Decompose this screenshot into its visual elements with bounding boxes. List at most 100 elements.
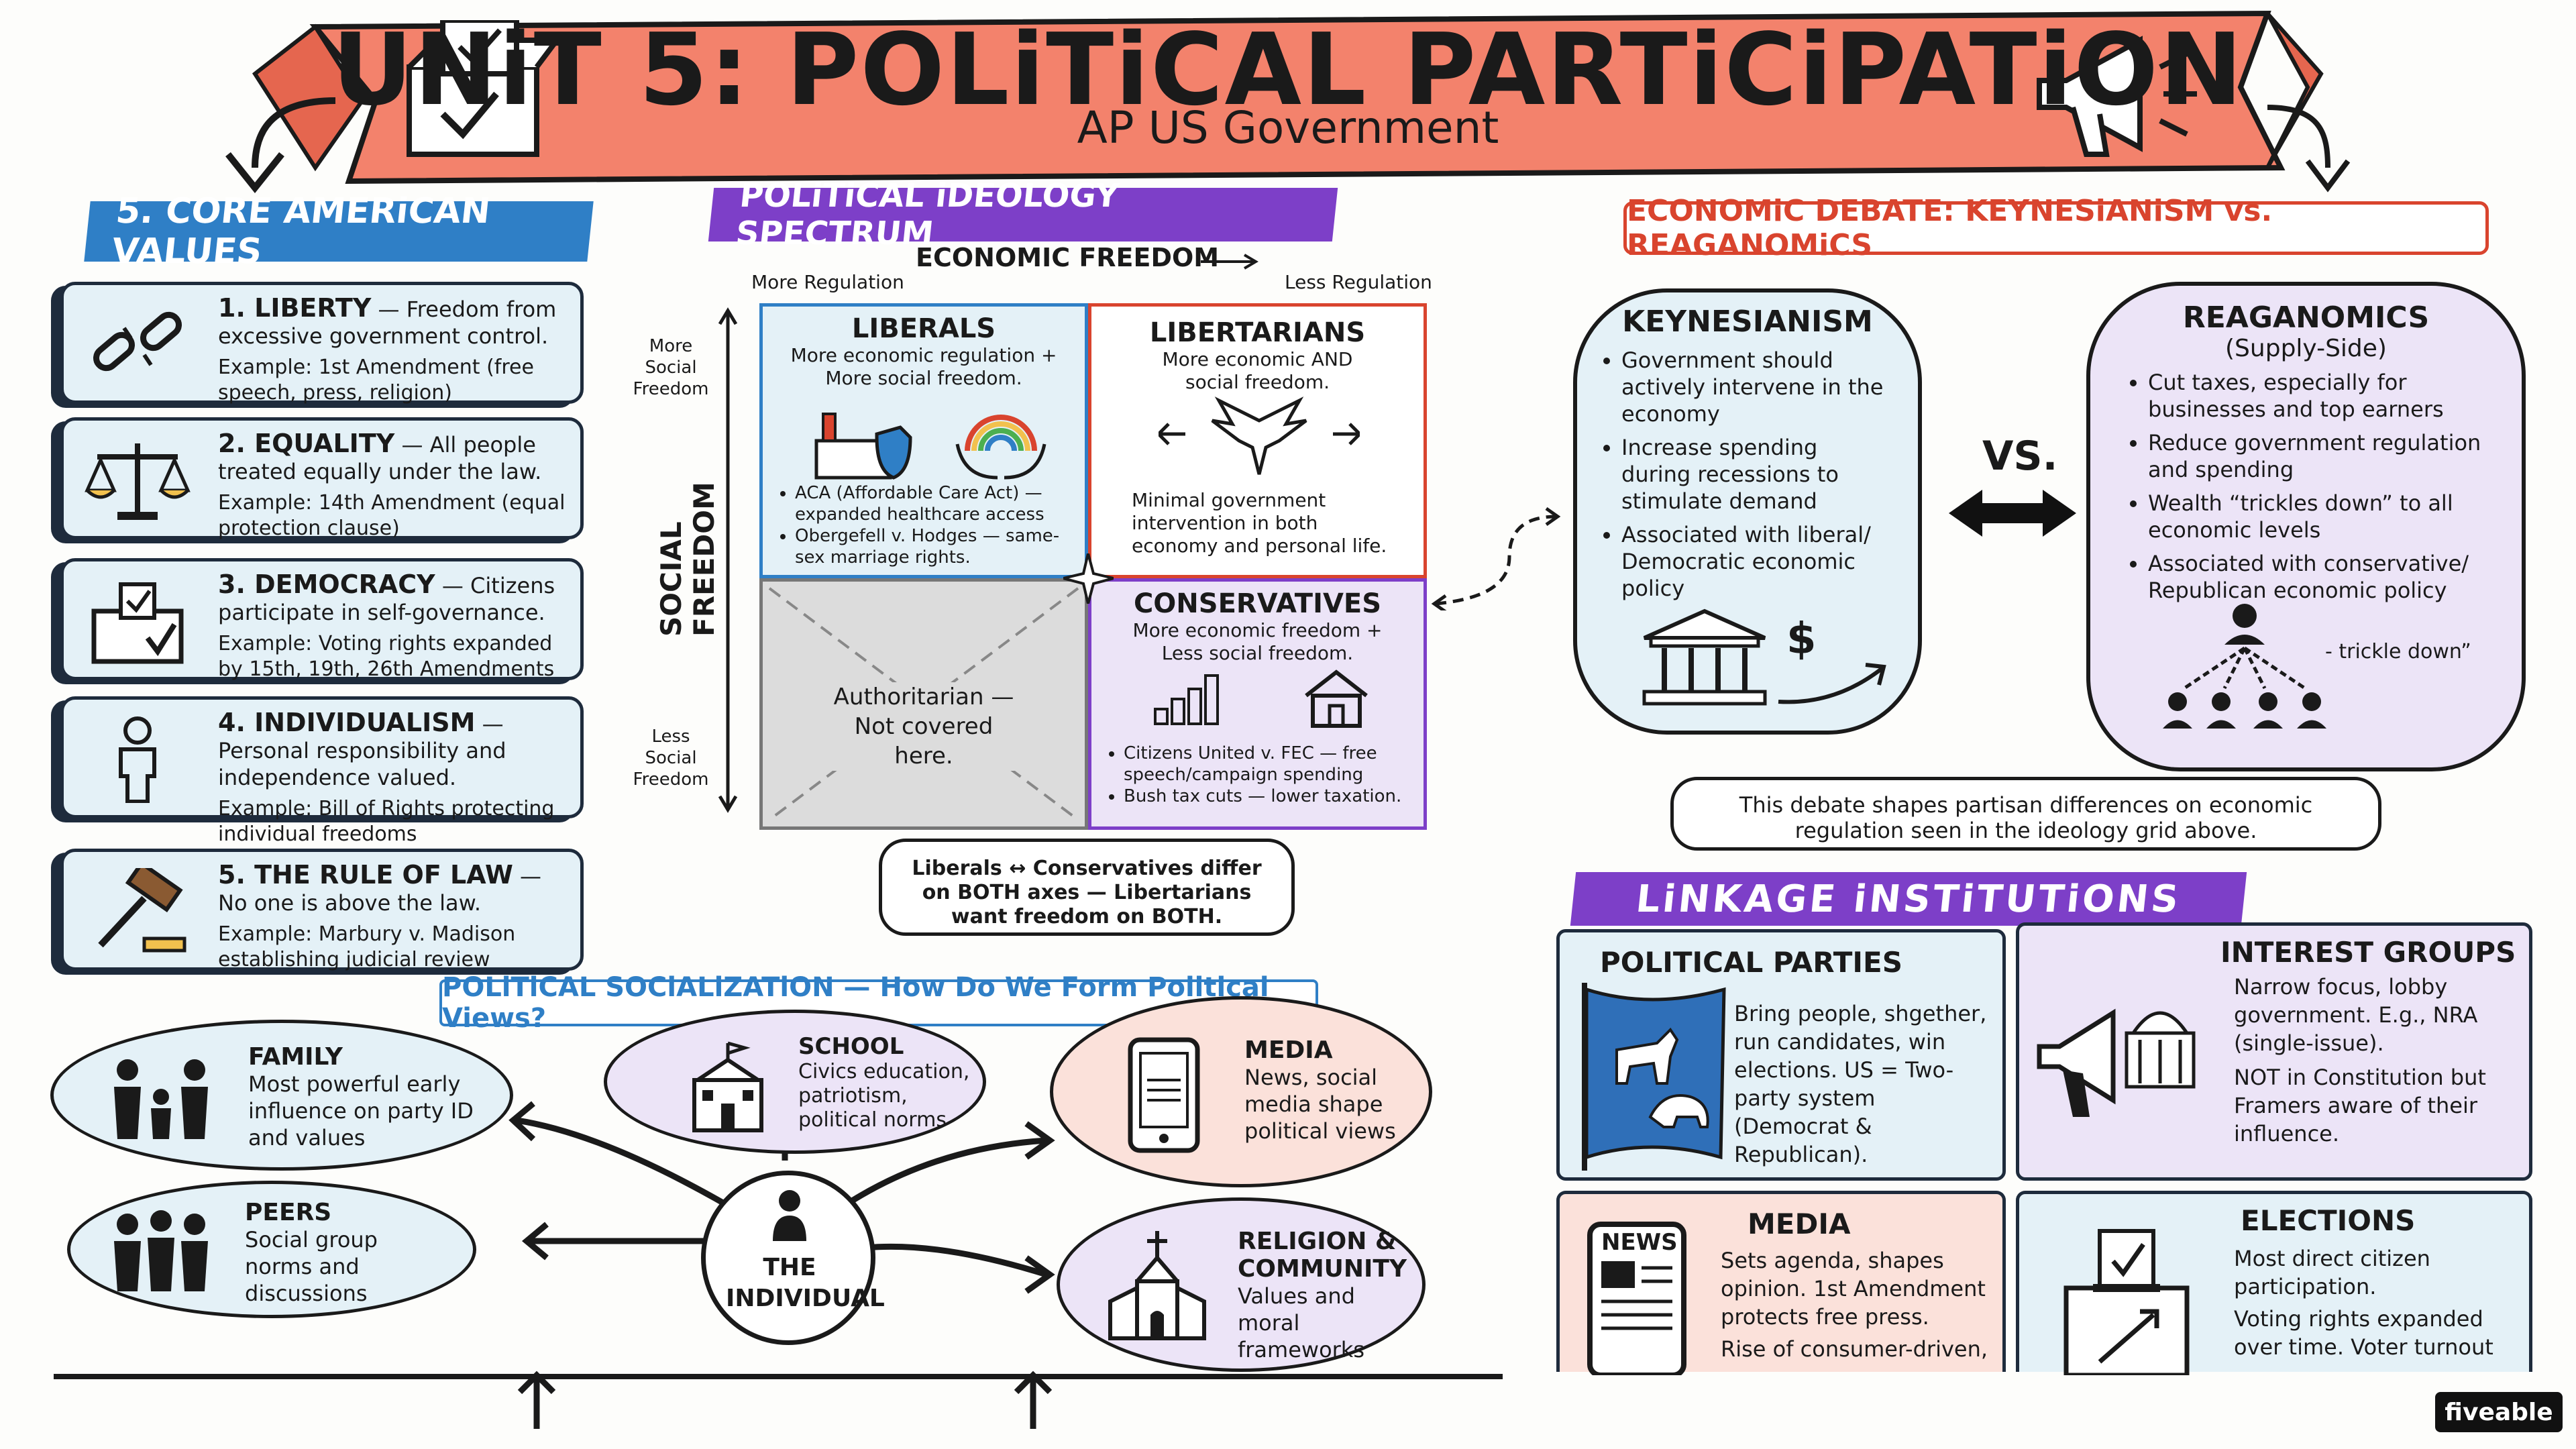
value-card-liberty: 1. LIBERTY — Freedom from excessive gove… <box>60 282 584 405</box>
influence-school: SCHOOL Civics education, patriotism, pol… <box>604 1010 986 1154</box>
family-title: FAMILY <box>248 1043 343 1071</box>
dollar-symbol: $ <box>1786 614 1817 664</box>
economic-callout: This debate shapes partisan differences … <box>1670 777 2381 851</box>
ideology-callout-text: Liberals ↔ Conservatives differ on BOTH … <box>912 857 1262 928</box>
peers-text: Social group norms and discussions <box>245 1227 378 1306</box>
quadrant-authoritarian: Authoritarian — Not covered here. <box>759 578 1088 830</box>
media-title: MEDIA <box>1244 1036 1333 1064</box>
value-example: Example: Marbury v. Madison establishing… <box>218 922 516 971</box>
factory-shield-icon <box>814 413 912 480</box>
influence-religion: RELIGION & COMMUNITY Values and moral fr… <box>1057 1197 1426 1372</box>
value-desc: — All people treated equally under the l… <box>218 432 542 484</box>
person-icon <box>119 716 156 803</box>
parties-text: Bring people, shgether, run candidates, … <box>1734 1001 1987 1167</box>
x-axis-label: ECONOMIC FREEDOM <box>916 243 1220 272</box>
x-axis-right-label: Less Regulation <box>1285 271 1432 293</box>
title-banner <box>225 10 2351 194</box>
interest-text-1: Narrow focus, lobby government. E.g., NR… <box>2234 974 2478 1056</box>
linkage-card-media: NEWS MEDIA Sets agenda, shapes opinion. … <box>1556 1191 2006 1375</box>
vs-label: VS. <box>1982 433 2058 480</box>
keynesianism-title: KEYNESIANISM <box>1622 305 1873 339</box>
religion-title: RELIGION & COMMUNITY <box>1238 1228 1407 1283</box>
newspaper-phone-icon <box>1587 1222 1686 1375</box>
conservatives-title: CONSERVATIVES <box>1133 588 1382 619</box>
parties-title: POLITICAL PARTIES <box>1600 946 1902 979</box>
value-card-equality: 2. EQUALITY — All people treated equally… <box>60 417 584 540</box>
value-title: 2. EQUALITY <box>218 429 395 458</box>
value-example: Example: Voting rights expanded by 15th,… <box>218 632 555 681</box>
list-item: Wealth “trickles down” to all economic l… <box>2148 490 2488 543</box>
keynesianism-cloud: KEYNESIANISM Government should actively … <box>1573 288 1922 735</box>
ideology-heading: POLiTiCAL iDEOLOGY SPECTRUM <box>708 177 1338 252</box>
list-item: Associated with liberal/ Democratic econ… <box>1621 521 1891 602</box>
media-card-title: MEDIA <box>1748 1208 1851 1240</box>
list-item: Cut taxes, especially for businesses and… <box>2148 369 2488 423</box>
value-desc: — Citizens participate in self-governanc… <box>218 573 555 625</box>
value-desc: — Freedom from excessive government cont… <box>218 297 557 349</box>
linkage-heading: LiNKAGE iNSTiTUTiONS <box>1570 872 2247 926</box>
economic-heading: ECONOMiC DEBATE: KEYNESiANiSM vs. REAGAN… <box>1623 194 2489 262</box>
x-axis-arrow <box>1201 254 1258 270</box>
libertarians-title: LIBERTARIANS <box>1149 317 1366 348</box>
trickle-down-icon <box>2163 604 2326 729</box>
peers-title: PEERS <box>245 1199 332 1226</box>
scales-icon <box>85 443 191 520</box>
libertarians-desc: More economic AND social freedom. <box>1162 348 1353 393</box>
conservatives-desc: More economic freedom + Less social free… <box>1132 619 1383 664</box>
ideology-callout: Liberals ↔ Conservatives differ on BOTH … <box>879 839 1295 936</box>
y-axis-top-label: More Social Freedom <box>633 336 709 399</box>
value-title: 4. INDIVIDUALISM <box>218 708 476 737</box>
ballot-box-icon <box>407 20 557 157</box>
page-title: UNiT 5: POLiTiCAL PARTiCiPATiON <box>331 12 2244 127</box>
party-flag-icon <box>1582 983 1726 1171</box>
trickle-down-note: - trickle down” <box>2325 640 2471 663</box>
influence-media: MEDIA News, social media shape political… <box>1050 996 1432 1187</box>
peers-icon <box>114 1210 208 1291</box>
influence-peers: PEERS Social group norms and discussions <box>67 1181 476 1318</box>
rainbow-hands-icon <box>955 415 1046 480</box>
reaganomics-cloud: REAGANOMICS (Supply-Side) Cut taxes, esp… <box>2086 282 2526 771</box>
fiveable-logo: fiveable <box>2435 1392 2563 1432</box>
double-arrow-icon <box>1949 490 2076 537</box>
y-axis-bottom-label: Less Social Freedom <box>633 727 709 790</box>
influence-individual: THE INDIVIDUAL <box>701 1171 885 1345</box>
elections-text-2: Voting rights expanded over time. Voter … <box>2234 1306 2493 1360</box>
authoritarian-text: Authoritarian — Not covered here. <box>823 682 1024 771</box>
liberals-bullets: ACA (Affordable Care Act) — expanded hea… <box>776 482 1078 568</box>
rising-arrow-icon <box>1778 663 1886 704</box>
value-card-democracy: 3. DEMOCRACY — Citizens participate in s… <box>60 558 584 681</box>
list-item: Bush tax cuts — lower taxation. <box>1124 786 1413 807</box>
individual-label: THE INDIVIDUAL <box>726 1254 885 1312</box>
person-icon <box>773 1190 806 1241</box>
value-example: Example: 1st Amendment (free speech, pre… <box>218 356 534 405</box>
interest-title: INTEREST GROUPS <box>2220 936 2516 969</box>
family-text: Most powerful early influence on party I… <box>248 1071 474 1150</box>
quadrant-libertarians: LIBERTARIANS More economic AND social fr… <box>1088 303 1427 578</box>
bar-chart-icon <box>1154 674 1219 725</box>
value-title: 5. THE RULE OF LAW <box>218 860 513 890</box>
value-title: 1. LIBERTY <box>218 293 372 323</box>
list-item: ACA (Affordable Care Act) — expanded hea… <box>795 482 1078 525</box>
dashed-connector <box>1431 506 1561 610</box>
news-label: NEWS <box>1601 1229 1678 1256</box>
list-item: Reduce government regulation and spendin… <box>2148 429 2488 483</box>
influence-family: FAMILY Most powerful early influence on … <box>50 1020 513 1171</box>
keynesianism-bullets: Government should actively intervene in … <box>1597 347 1891 602</box>
socialization-heading-text: POLiTiCAL SOCiALiZATiON — How Do We Form… <box>442 972 1269 1034</box>
media-card-text-2: Rise of consumer-driven, <box>1721 1336 1988 1362</box>
value-desc: — Personal responsibility and independen… <box>218 711 506 790</box>
x-axis-left-label: More Regulation <box>751 271 904 293</box>
y-axis-label: SOCIAL FREEDOM <box>655 482 720 637</box>
elections-text: Most direct citizen participation. <box>2234 1246 2430 1299</box>
gavel-icon <box>98 868 186 953</box>
elections-title: ELECTIONS <box>2241 1204 2416 1237</box>
libertarians-note: Minimal government intervention in both … <box>1132 489 1387 557</box>
list-item: Citizens United v. FEC — free speech/cam… <box>1124 743 1413 786</box>
value-desc: — No one is above the law. <box>218 863 542 916</box>
conservatives-bullets: Citizens United v. FEC — free speech/cam… <box>1105 743 1413 807</box>
interest-text-2: NOT in Constitution but Framers aware of… <box>2234 1065 2486 1146</box>
eagle-icon <box>1159 396 1360 475</box>
reaganomics-subtitle: (Supply-Side) <box>2225 335 2387 362</box>
value-card-individualism: 4. INDIVIDUALISM — Personal responsibili… <box>60 696 584 846</box>
bottom-divider <box>54 1374 1503 1379</box>
